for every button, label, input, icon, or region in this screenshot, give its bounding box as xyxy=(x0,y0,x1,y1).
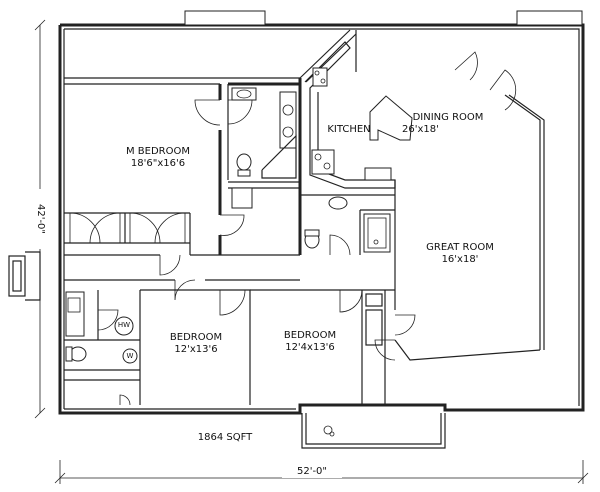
great-room-dims: 16'x18' xyxy=(441,254,479,265)
washer-label: W xyxy=(126,352,134,360)
bedroom-2-name: BEDROOM xyxy=(169,332,223,343)
windows xyxy=(92,409,560,414)
hall-closet xyxy=(365,309,383,346)
hall-bath-fixtures xyxy=(304,196,391,253)
top-window-right xyxy=(516,10,583,26)
kitchen-label: KITCHEN xyxy=(327,124,371,135)
dining-room-label: DINING ROOM 26'x18' xyxy=(398,112,498,136)
door-swings xyxy=(97,51,517,406)
bedroom-3-name: BEDROOM xyxy=(283,330,337,341)
linen-closet xyxy=(365,293,383,307)
side-porch xyxy=(8,251,41,301)
bedroom-3-dims: 12'4x13'6 xyxy=(285,342,335,353)
water-heater-label: HW xyxy=(117,321,131,329)
great-room-name: GREAT ROOM xyxy=(426,242,494,253)
top-window-left xyxy=(184,10,266,26)
small-bath-fixtures xyxy=(65,291,138,364)
bedroom-3-label: BEDROOM 12'4x13'6 xyxy=(270,330,350,354)
bedroom-2-dims: 12'x13'6 xyxy=(174,344,218,355)
kitchen-counters xyxy=(304,41,396,189)
interior-walls xyxy=(64,29,545,405)
closet-doors xyxy=(69,212,186,244)
kitchen-island xyxy=(369,95,413,141)
bedroom-2-label: BEDROOM 12'x13'6 xyxy=(156,332,236,356)
dining-room-name: DINING ROOM xyxy=(412,112,484,123)
master-bedroom-dims: 18'6"x16'6 xyxy=(130,158,186,169)
great-room-label: GREAT ROOM 16'x18' xyxy=(420,242,500,266)
exterior-walls xyxy=(58,23,585,415)
master-bedroom-label: M BEDROOM 18'6"x16'6 xyxy=(118,146,198,170)
master-bath-fixtures xyxy=(231,87,297,209)
area-label: 1864 SQFT xyxy=(197,432,253,443)
width-dimension: 52'-0" xyxy=(282,466,342,478)
front-porch xyxy=(301,413,446,449)
depth-dimension: 42'-0" xyxy=(34,189,46,249)
dining-room-dims: 26'x18' xyxy=(402,124,439,135)
master-bedroom-name: M BEDROOM xyxy=(125,146,190,157)
